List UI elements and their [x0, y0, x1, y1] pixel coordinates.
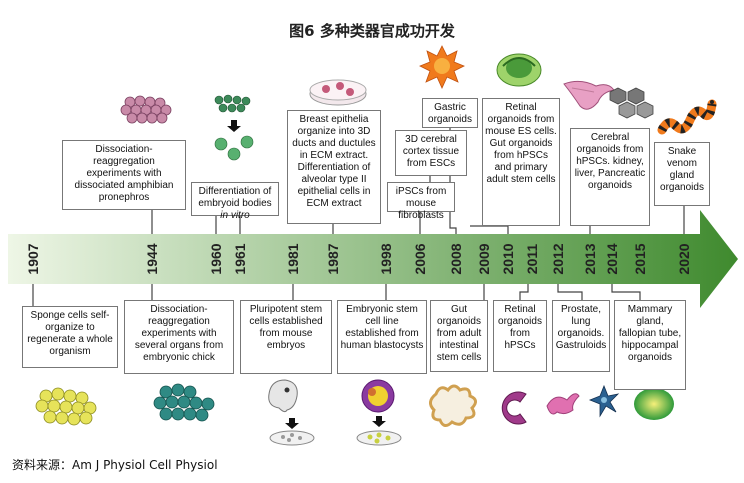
- box-embryoid-italic: in vitro: [220, 210, 250, 221]
- prostate-organoid-icon: [546, 393, 580, 415]
- mouse-embryo-icon: [268, 379, 315, 446]
- timeline-arrow: [8, 210, 738, 308]
- retinal-cup-icon: [501, 391, 527, 425]
- box-embryoid-text: Differentiation of embryoid bodies: [198, 186, 272, 209]
- retinal-organoid-icon: [496, 53, 542, 87]
- box-retinal-gut: Retinal organoids from mouse ES cells. G…: [482, 98, 560, 226]
- hippocampal-organoid-icon: [634, 388, 674, 420]
- amphibian-cells-icon: [120, 95, 172, 124]
- year-label: 2015: [632, 243, 648, 274]
- box-amphibian-pronephros: Dissociation-reaggregation experiments w…: [62, 140, 186, 210]
- embryoid-bodies-icon: [214, 94, 254, 161]
- box-prostate-lung: Prostate, lung organoids. Gastruloids: [552, 300, 610, 372]
- year-label: 2010: [500, 243, 516, 274]
- year-label: 2008: [448, 243, 464, 274]
- year-label: 2013: [582, 243, 598, 274]
- year-label: 2020: [676, 243, 692, 274]
- gastric-organoid-icon: [419, 45, 465, 89]
- blastocyst-icon: [356, 379, 402, 446]
- box-retinal-hpscs: Retinal organoids from hPSCs: [493, 300, 547, 372]
- box-gut-organoids: Gut organoids from adult intestinal stem…: [430, 300, 488, 372]
- gut-organoid-icon: [429, 384, 477, 427]
- year-label: 1907: [25, 243, 41, 274]
- box-ipscs: iPSCs from mouse fibroblasts: [387, 182, 455, 221]
- box-cerebral-cortex: 3D cerebral cortex tissue from ESCs: [395, 130, 467, 176]
- box-mammary-gland: Mammary gland, fallopian tube, hippocamp…: [614, 300, 686, 390]
- box-embryoid-bodies: Differentiation of embryoid bodies in vi…: [191, 182, 279, 221]
- connector-lines: [32, 128, 685, 306]
- year-label: 2011: [524, 244, 540, 275]
- source-caption: 资料来源：Am J Physiol Cell Physiol: [12, 458, 218, 472]
- chick-organ-cells-icon: [153, 383, 215, 422]
- box-embryonic-chick: Dissociation-reaggregation experiments w…: [124, 300, 234, 374]
- box-breast-epithelia: Breast epithelia organize into 3D ducts …: [287, 110, 381, 224]
- box-sponge-cells: Sponge cells self-organize to regenerate…: [22, 306, 118, 368]
- year-label: 1944: [144, 243, 160, 274]
- petri-dish-icon: [309, 79, 367, 106]
- year-label: 2006: [412, 243, 428, 274]
- sponge-cells-icon: [35, 387, 97, 426]
- year-label: 2012: [550, 243, 566, 274]
- year-label: 2014: [604, 243, 620, 274]
- year-label: 1981: [285, 243, 301, 274]
- year-label: 2009: [476, 243, 492, 274]
- snake-icon: [657, 99, 717, 135]
- box-pluripotent-stem: Pluripotent stem cells established from …: [240, 300, 332, 374]
- year-label: 1998: [378, 243, 394, 274]
- box-gastric: Gastric organoids: [422, 98, 478, 128]
- year-label: 1987: [325, 243, 341, 274]
- box-snake-venom: Snake venom gland organoids: [654, 142, 710, 206]
- lung-organoid-icon: [588, 384, 620, 418]
- box-cerebral-organoids: Cerebral organoids from hPSCs. kidney, l…: [570, 128, 650, 226]
- liver-organoid-icon: [609, 87, 654, 119]
- year-label: 1960: [208, 243, 224, 274]
- pancreatic-organoid-icon: [563, 80, 615, 110]
- figure-title: 图6 多种类器官成功开发: [289, 22, 455, 40]
- year-label: 1961: [232, 243, 248, 274]
- box-embryonic-stem-line: Embryonic stem cell line established fro…: [337, 300, 427, 374]
